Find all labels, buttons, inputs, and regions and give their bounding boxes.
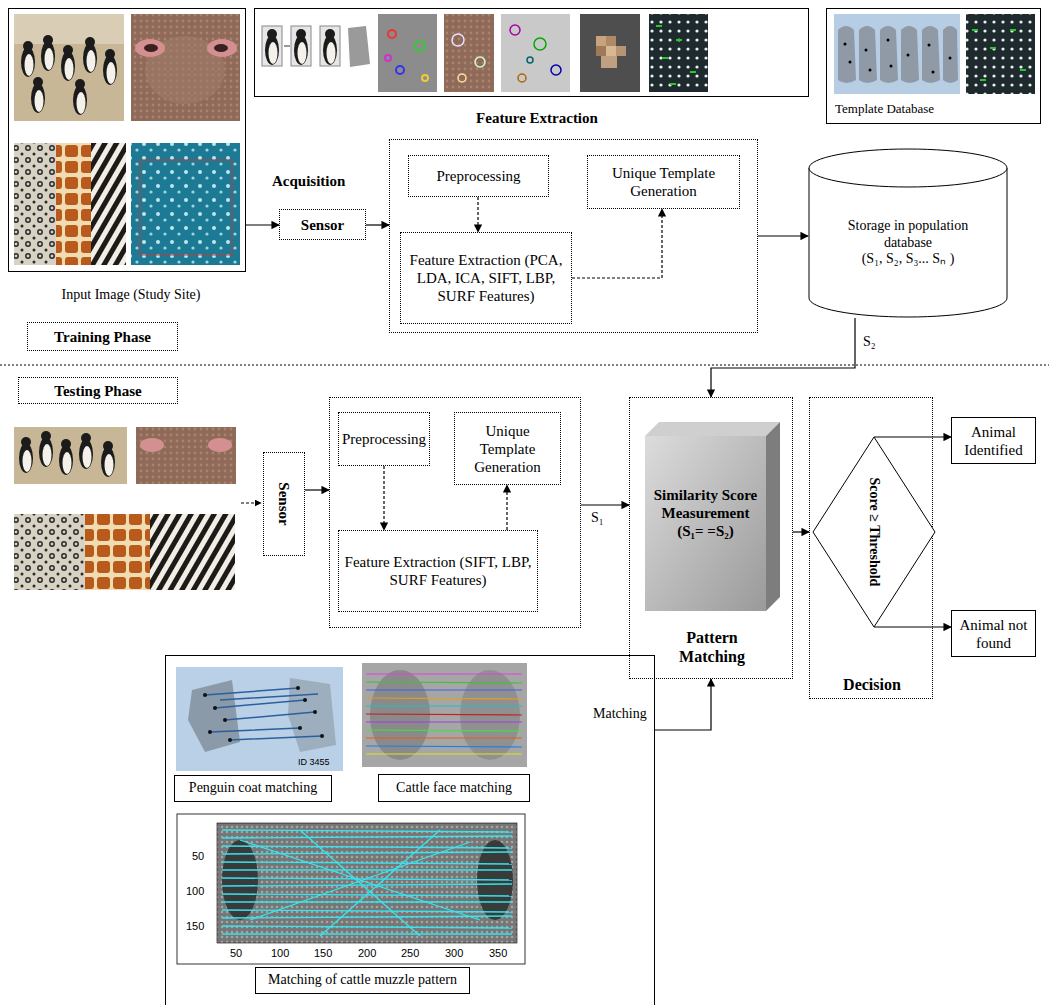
training-process-group: Preprocessing Unique Template GenerationF… bbox=[389, 139, 758, 333]
cylinder-top bbox=[809, 149, 1007, 187]
node-text: Penguin coat matching bbox=[189, 780, 317, 797]
connector-arrow bbox=[572, 209, 662, 278]
connector-arrow bbox=[305, 489, 329, 490]
connector-arrow bbox=[874, 436, 951, 437]
axis-tick: 150 bbox=[314, 947, 332, 960]
axis-tick: 100 bbox=[271, 947, 289, 960]
caption-box: Penguin coat matching bbox=[174, 775, 332, 802]
axis-tick: 100 bbox=[186, 885, 204, 898]
node-text: Preprocessing bbox=[436, 167, 520, 185]
connector-arrow bbox=[711, 318, 855, 397]
connector-arrow bbox=[655, 679, 711, 730]
node-text: Unique Template Generation bbox=[460, 422, 555, 476]
caption-box: Matching of cattle muzzle pattern bbox=[255, 967, 470, 994]
process-box: Preprocessing bbox=[338, 412, 430, 466]
database-cylinder-outline bbox=[808, 148, 1008, 318]
axis-tick: 200 bbox=[358, 947, 376, 960]
phase-box: Training Phase bbox=[27, 322, 178, 351]
node-text: Feature Extraction bbox=[437, 109, 637, 127]
node-text: Animal not found bbox=[957, 616, 1030, 652]
result-box: Animal Identified bbox=[951, 417, 1036, 464]
input-image-panel: Input Image (Study Site) bbox=[8, 8, 246, 272]
box-side bbox=[766, 422, 780, 611]
connector-arrow bbox=[366, 224, 389, 225]
training-input-images bbox=[14, 14, 240, 265]
axis-tick: 300 bbox=[445, 947, 463, 960]
diamond-shape bbox=[813, 437, 935, 627]
similarity-box: Similarity Score Measurement(S₁= =S₂) bbox=[645, 422, 780, 611]
node-text: Decision bbox=[811, 675, 933, 694]
node-text: (S₁, S₂, S₃... Sₙ ) bbox=[862, 251, 955, 268]
node-text: Testing Phase bbox=[54, 382, 141, 400]
axis-tick: 250 bbox=[401, 947, 419, 960]
connector-arrow bbox=[383, 466, 384, 530]
node-text: Feature Extraction (PCA, LDA, ICA, SIFT,… bbox=[406, 251, 566, 305]
pattern-matching-group: Pattern Matching Similarity Score Measure… bbox=[629, 397, 793, 679]
id-label: ID 3455 bbox=[298, 757, 330, 767]
feature-strip-panel: Feature Extraction bbox=[254, 8, 809, 97]
caption-box: Cattle face matching bbox=[378, 774, 530, 802]
sensor-box: Sensor bbox=[263, 452, 305, 556]
node-text: Sensor bbox=[301, 216, 344, 234]
testing-process-group: Preprocessing Unique Template GenerationF… bbox=[329, 397, 581, 628]
database-cylinder: Storage in population database(S₁, S₂, S… bbox=[808, 148, 1008, 318]
node-text: Score ≥ Threshold bbox=[866, 478, 883, 587]
node-text: Sensor bbox=[275, 482, 293, 525]
node-text: (S₁= =S₂) bbox=[677, 522, 734, 540]
axis-tick: 50 bbox=[230, 947, 242, 960]
template-database-panel: Template Database bbox=[826, 8, 1041, 124]
node-text: Unique Template Generation bbox=[593, 164, 734, 200]
stage-label: Acquisition bbox=[272, 173, 345, 190]
node-text: Animal Identified bbox=[957, 423, 1030, 459]
process-box: Feature Extraction (PCA, LDA, ICA, SIFT,… bbox=[400, 232, 572, 324]
testing-input-images bbox=[14, 427, 261, 590]
edge-label: S₁ bbox=[590, 510, 605, 526]
connector-arrow bbox=[581, 504, 629, 505]
process-box: Unique Template Generation bbox=[454, 412, 561, 485]
cylinder-body bbox=[809, 168, 1007, 317]
axis-tick: 50 bbox=[192, 850, 204, 863]
matching-images bbox=[176, 663, 527, 964]
node-text: Similarity Score Measurement bbox=[651, 486, 760, 522]
axis-tick: 350 bbox=[489, 947, 507, 960]
phase-separator bbox=[0, 365, 1049, 366]
node-text: Storage in population database bbox=[830, 218, 986, 252]
sensor-box: Sensor bbox=[279, 209, 366, 240]
connector-arrow bbox=[758, 235, 808, 236]
result-box: Animal not found bbox=[951, 610, 1036, 657]
process-box: Feature Extraction (SIFT, LBP, SURF Feat… bbox=[338, 530, 538, 612]
node-text: Template Database bbox=[835, 101, 965, 117]
connector-arrow bbox=[793, 531, 809, 532]
process-box: Preprocessing bbox=[408, 155, 549, 197]
node-text: Preprocessing bbox=[342, 430, 426, 448]
connector-arrow bbox=[246, 224, 279, 225]
connector-arrow bbox=[477, 197, 478, 232]
box-front bbox=[645, 436, 766, 611]
box-top bbox=[645, 422, 780, 436]
axis-tick: 150 bbox=[186, 920, 204, 933]
node-text: Training Phase bbox=[54, 328, 151, 346]
node-text: Matching of cattle muzzle pattern bbox=[268, 972, 457, 989]
edge-label: Matching bbox=[592, 706, 648, 722]
node-text: Pattern Matching bbox=[662, 628, 762, 666]
template-database-images bbox=[834, 14, 1035, 94]
process-box: Unique Template Generation bbox=[587, 155, 740, 209]
edge-label: S₂ bbox=[862, 334, 877, 350]
decision-diamond: Score ≥ Threshold bbox=[813, 437, 935, 627]
node-text: Input Image (Study Site) bbox=[31, 287, 231, 304]
node-text: Cattle face matching bbox=[396, 780, 512, 797]
node-text: Feature Extraction (SIFT, LBP, SURF Feat… bbox=[344, 553, 532, 589]
phase-box: Testing Phase bbox=[18, 377, 178, 404]
connector-arrow bbox=[506, 485, 507, 530]
feature-strip-images bbox=[262, 14, 708, 92]
decision-group: Decision Score ≥ Threshold bbox=[809, 397, 933, 699]
connector-arrow bbox=[874, 626, 951, 627]
